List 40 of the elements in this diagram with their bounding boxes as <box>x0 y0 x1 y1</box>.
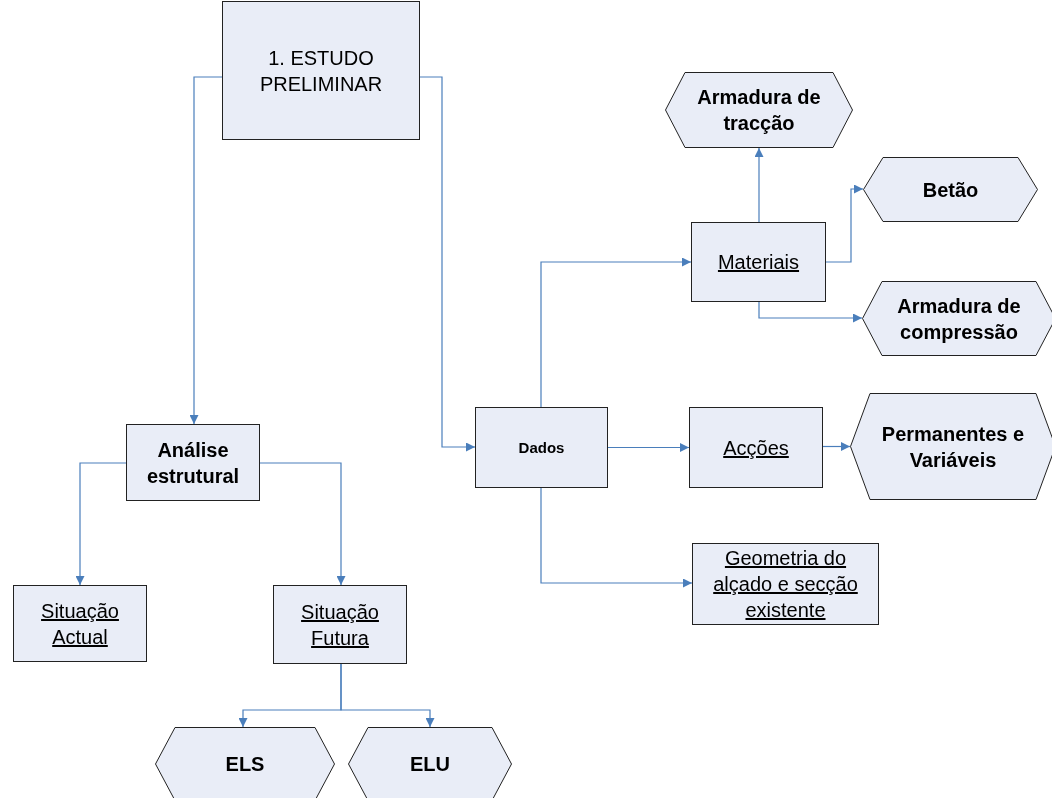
connector-arrow <box>758 301 863 323</box>
node-label: Situação Actual <box>40 598 120 650</box>
connector-arrow <box>340 663 435 728</box>
connector-arrow <box>822 442 851 451</box>
hexagon-node <box>862 281 1052 356</box>
process-box <box>13 585 147 662</box>
node-label: Acções <box>723 435 789 461</box>
hexagon-node <box>665 72 853 148</box>
process-box <box>475 407 608 488</box>
process-box <box>689 407 823 488</box>
connector-arrow <box>189 76 223 425</box>
process-box <box>273 585 407 664</box>
process-box <box>691 222 826 302</box>
connector-arrow <box>419 76 476 452</box>
node-label: Geometria do alçado e secção existente <box>712 546 859 623</box>
connector-arrow <box>754 147 764 223</box>
node-label: Análise estrutural <box>145 437 241 489</box>
node-label: Materiais <box>717 250 800 275</box>
process-box <box>222 1 420 140</box>
connector-arrow <box>540 487 693 588</box>
node-label: Betão <box>921 177 980 203</box>
node-label: Armadura de tracção <box>696 85 822 136</box>
hexagon-node <box>863 157 1038 222</box>
node-label: Situação Futura <box>300 599 380 651</box>
process-box <box>126 424 260 501</box>
hexagon-node <box>155 727 335 798</box>
node-label: Permanentes e Variáveis <box>880 421 1026 473</box>
connector-arrow <box>75 462 127 586</box>
connector-arrow <box>540 257 692 408</box>
node-label: ELU <box>409 752 451 777</box>
node-label: Dados <box>518 437 565 458</box>
connector-arrow <box>607 443 690 452</box>
node-label: 1. ESTUDO PRELIMINAR <box>258 45 384 97</box>
node-label: ELS <box>224 752 266 777</box>
hexagon-node <box>348 727 512 798</box>
process-box <box>692 543 879 625</box>
connector-arrow <box>825 184 864 263</box>
hexagon-node <box>850 393 1052 500</box>
node-label: Armadura de compressão <box>896 293 1022 345</box>
connector-arrow <box>259 462 346 586</box>
